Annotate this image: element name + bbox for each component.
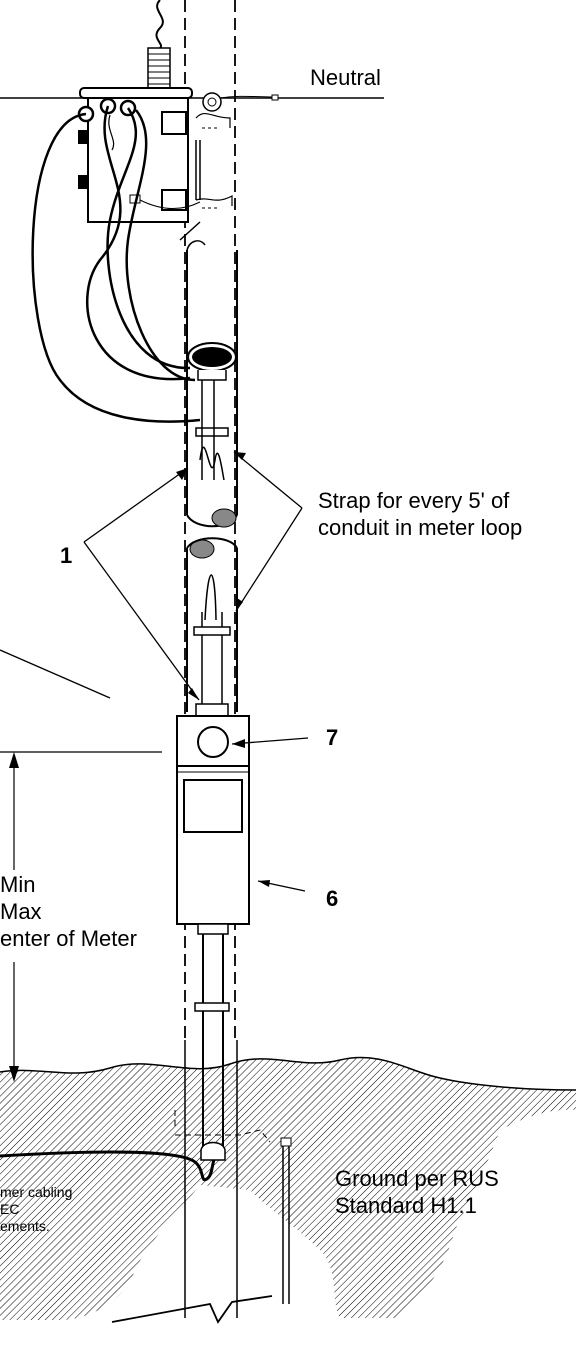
- ground-rod-icon: [280, 1137, 292, 1304]
- neutral-label: Neutral: [310, 65, 381, 90]
- callout-7: 7: [326, 725, 339, 750]
- height-dimension-arrow: [0, 751, 162, 1082]
- meter-height-line-1: Min: [0, 872, 36, 897]
- upper-conduit: [186, 240, 238, 528]
- strap-note-line-1: Strap for every 5' of: [318, 488, 510, 513]
- meter-height-line-3: enter of Meter: [0, 925, 137, 951]
- callout-leaders: [0, 451, 309, 892]
- strap-note-line-2: conduit in meter loop: [318, 514, 523, 540]
- ground-hatching: [0, 1057, 576, 1320]
- lower-conduit: [186, 537, 238, 717]
- cabling-note-line-2: EC: [0, 1201, 20, 1218]
- callout-6: 6: [326, 886, 339, 911]
- underground-conduit: [0, 923, 230, 1182]
- strap-note: Strap for every 5' of conduit in meter l…: [318, 488, 522, 542]
- ground-surface-line: [0, 1056, 576, 1091]
- service-cables: [31, 105, 201, 423]
- cabling-note: mer cabling EC ements.: [0, 1184, 72, 1235]
- ground-note-line-1: Ground per RUS: [335, 1166, 499, 1191]
- ground-note: Ground per RUS Standard H1.1: [335, 1166, 499, 1220]
- callout-1: 1: [60, 543, 73, 568]
- insulator-icon: [147, 47, 171, 91]
- cabling-note-line-1: mer cabling: [0, 1184, 73, 1200]
- meter-height-note: Min Max enter of Meter: [0, 872, 137, 952]
- ground-note-line-2: Standard H1.1: [335, 1192, 477, 1218]
- callout-arrowheads: [176, 452, 270, 887]
- transformer: [77, 87, 279, 241]
- cabling-note-line-3: ements.: [0, 1218, 50, 1235]
- meter-height-line-2: Max: [0, 898, 42, 924]
- meter-socket: [176, 715, 250, 925]
- service-wire: [155, 0, 164, 49]
- pole-base: [111, 1040, 273, 1324]
